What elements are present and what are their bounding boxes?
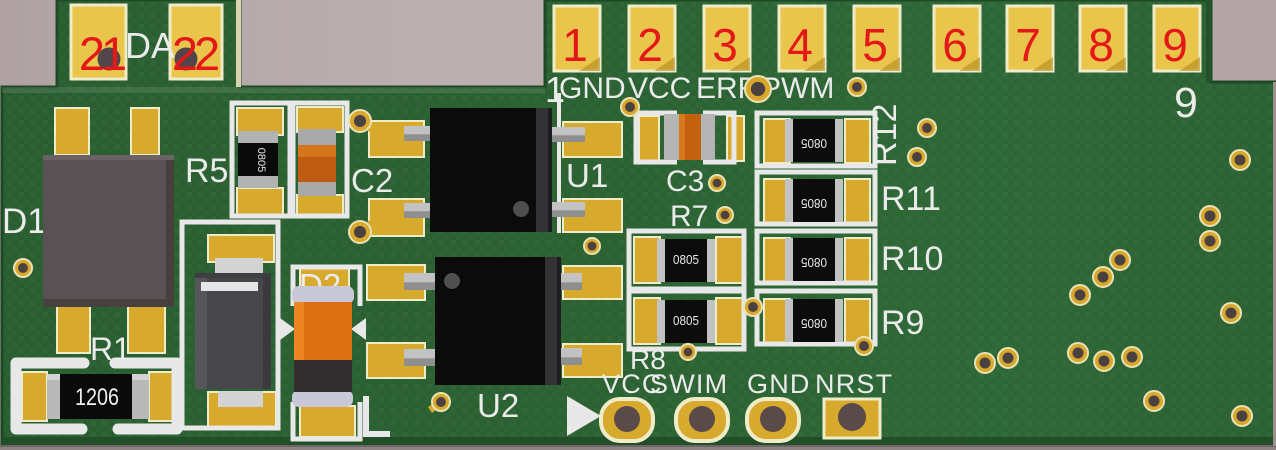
svg-text:VCC: VCC	[602, 369, 663, 399]
svg-text:0805: 0805	[673, 252, 699, 267]
svg-text:7: 7	[1015, 19, 1041, 71]
svg-text:GND: GND	[559, 72, 626, 105]
svg-text:0805: 0805	[255, 148, 267, 172]
svg-text:4: 4	[787, 19, 813, 71]
svg-text:9: 9	[1174, 79, 1198, 127]
svg-text:VCC: VCC	[628, 72, 691, 105]
svg-text:9: 9	[1162, 19, 1188, 71]
svg-text:8: 8	[1088, 19, 1114, 71]
svg-text:1206: 1206	[75, 384, 119, 411]
svg-text:0805: 0805	[673, 313, 699, 328]
svg-text:0805: 0805	[801, 196, 827, 211]
svg-text:R9: R9	[881, 304, 924, 342]
svg-text:R12: R12	[866, 104, 904, 166]
svg-text:SWIM: SWIM	[650, 369, 728, 399]
svg-text:21: 21	[79, 27, 125, 80]
svg-text:0805: 0805	[801, 255, 827, 270]
svg-text:R5: R5	[185, 152, 228, 190]
svg-text:D1: D1	[2, 202, 47, 241]
svg-text:GND: GND	[747, 369, 811, 399]
svg-text:R7: R7	[670, 200, 708, 233]
svg-text:U1: U1	[566, 157, 608, 194]
svg-text:1: 1	[562, 19, 588, 71]
svg-text:22: 22	[172, 27, 218, 80]
svg-text:C3: C3	[666, 165, 704, 198]
svg-text:U2: U2	[477, 387, 519, 424]
svg-text:R8: R8	[630, 344, 666, 375]
svg-text:R11: R11	[881, 180, 941, 218]
svg-text:3: 3	[712, 19, 738, 71]
svg-text:DA: DA	[125, 25, 175, 66]
svg-text:NRST: NRST	[815, 369, 893, 399]
svg-text:1: 1	[545, 69, 565, 110]
svg-text:6: 6	[942, 19, 968, 71]
svg-text:0805: 0805	[801, 316, 827, 331]
svg-text:2: 2	[637, 19, 663, 71]
svg-text:C2: C2	[351, 162, 393, 199]
svg-text:5: 5	[862, 19, 888, 71]
svg-text:R10: R10	[881, 240, 943, 278]
svg-text:R1: R1	[90, 331, 131, 367]
svg-text:0805: 0805	[801, 136, 827, 151]
svg-text:PWM: PWM	[761, 72, 834, 105]
